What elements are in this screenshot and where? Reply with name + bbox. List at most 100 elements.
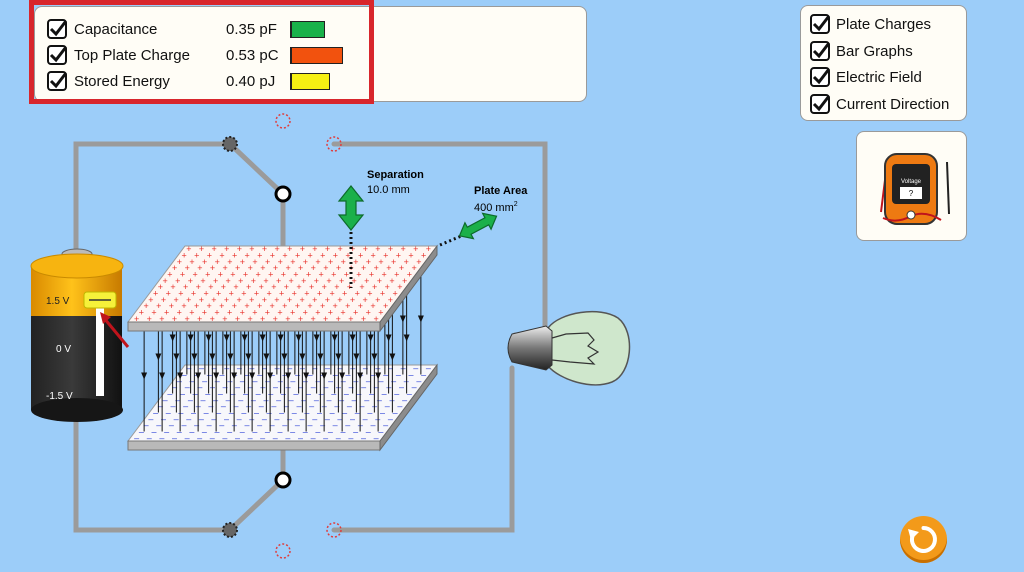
bottom-switch-alt-a[interactable]	[326, 522, 342, 538]
minus-charge: –	[369, 389, 374, 399]
minus-charge: –	[348, 433, 353, 443]
plus-charge: +	[170, 282, 175, 292]
electric-field-option[interactable]: Electric Field	[810, 65, 922, 89]
bottom-switch-contact[interactable]	[274, 471, 292, 489]
plate-area-value: 400 mm2	[474, 201, 518, 214]
minus-charge: –	[207, 420, 212, 430]
minus-charge: –	[325, 363, 330, 373]
electric-field-checkbox[interactable]	[810, 67, 830, 87]
minus-charge: –	[164, 427, 169, 437]
plus-charge: +	[240, 257, 245, 267]
minus-charge: –	[361, 382, 366, 392]
plus-charge: +	[323, 263, 328, 273]
plus-charge: +	[159, 314, 164, 324]
top-switch-alt-a[interactable]	[275, 113, 291, 129]
plus-charges: ++++++++++++++++++++++++++++++++++++++++…	[134, 244, 431, 324]
plus-charge: +	[402, 276, 407, 286]
minus-charge: –	[331, 389, 336, 399]
minus-charge: –	[169, 420, 174, 430]
plus-charge: +	[383, 251, 388, 261]
plus-charge: +	[372, 282, 377, 292]
current-direction-option[interactable]: Current Direction	[810, 92, 949, 116]
top-plate-charge-checkbox[interactable]	[47, 45, 67, 65]
plus-charge: +	[339, 276, 344, 286]
field-arrow	[227, 353, 234, 361]
top-plate-charge-bar	[290, 46, 343, 64]
minus-charge: –	[312, 363, 317, 373]
plus-charge: +	[226, 276, 231, 286]
top-switch-contact[interactable]	[274, 185, 292, 203]
minus-charge: –	[144, 420, 149, 430]
bottom-switch-alt-b[interactable]	[275, 543, 291, 559]
top-plate[interactable]: ++++++++++++++++++++++++++++++++++++++++…	[127, 244, 438, 333]
field-arrow	[263, 353, 270, 361]
plate-charges-option[interactable]: Plate Charges	[810, 12, 931, 36]
plus-charge: +	[334, 282, 339, 292]
minus-charge: –	[301, 395, 306, 405]
separation-arrow-handle[interactable]	[337, 185, 365, 231]
plus-charge: +	[260, 314, 265, 324]
voltmeter-toolbox[interactable]: Voltage ?	[856, 131, 967, 241]
plus-charge: +	[265, 257, 270, 267]
bar-graphs-option[interactable]: Bar Graphs	[810, 39, 913, 63]
view-options-panel: Plate Charges Bar Graphs Electric Field …	[800, 5, 967, 121]
plus-charge: +	[312, 244, 317, 254]
plus-charge: +	[144, 301, 149, 311]
plus-charge: +	[310, 314, 315, 324]
minus-charge: –	[412, 382, 417, 392]
plus-charge: +	[394, 270, 399, 280]
reset-button[interactable]	[900, 516, 947, 563]
capacitance-bar	[290, 20, 325, 38]
plus-charge: +	[252, 308, 257, 318]
plus-charge: +	[182, 251, 187, 261]
minus-charge: –	[391, 376, 396, 386]
plus-charge: +	[287, 295, 292, 305]
plate-charges-checkbox[interactable]	[810, 14, 830, 34]
plus-charge: +	[216, 289, 221, 299]
minus-charge: –	[366, 427, 371, 437]
plus-charge: +	[279, 289, 284, 299]
minus-charge: –	[374, 433, 379, 443]
minus-charge: –	[328, 376, 333, 386]
minus-charge: –	[175, 395, 180, 405]
capacitance-checkbox[interactable]	[47, 19, 67, 39]
minus-charge: –	[215, 427, 220, 437]
plus-charge: +	[134, 314, 139, 324]
reset-icon	[908, 526, 937, 553]
minus-charge: –	[199, 414, 204, 424]
plus-charge: +	[207, 251, 212, 261]
bottom-switch-pivot[interactable]	[222, 522, 238, 538]
minus-charge: –	[139, 427, 144, 437]
plus-charge: +	[421, 251, 426, 261]
minus-charge: –	[341, 376, 346, 386]
minus-charge: –	[205, 389, 210, 399]
plus-charge: +	[245, 251, 250, 261]
battery-tick-top: 1.5 V	[46, 296, 70, 307]
current-direction-checkbox[interactable]	[810, 94, 830, 114]
minus-charge: –	[235, 382, 240, 392]
plus-charge: +	[270, 301, 275, 311]
minus-charge: –	[159, 433, 164, 443]
plus-charge: +	[172, 314, 177, 324]
top-switch-alt-b[interactable]	[326, 136, 342, 152]
plus-charge: +	[407, 270, 412, 280]
field-arrow	[213, 372, 220, 380]
minus-charge: –	[306, 389, 311, 399]
separation-value: 10.0 mm	[367, 184, 410, 196]
minus-charge: –	[207, 370, 212, 380]
battery-slider-thumb[interactable]	[83, 291, 117, 309]
voltmeter-icon[interactable]: Voltage ?	[857, 132, 968, 242]
plus-charge: +	[249, 295, 254, 305]
plus-charge: +	[189, 308, 194, 318]
stored-energy-checkbox[interactable]	[47, 71, 67, 91]
plus-charge: +	[341, 257, 346, 267]
plus-charge: +	[392, 289, 397, 299]
plate-area-arrow-handle[interactable]	[455, 208, 501, 244]
minus-charge: –	[300, 414, 305, 424]
minus-charge: –	[227, 376, 232, 386]
plus-charge: +	[389, 276, 394, 286]
plus-charge: +	[199, 295, 204, 305]
top-switch-pivot[interactable]	[222, 136, 238, 152]
battery-slider-track[interactable]	[96, 300, 104, 396]
bar-graphs-checkbox[interactable]	[810, 41, 830, 61]
